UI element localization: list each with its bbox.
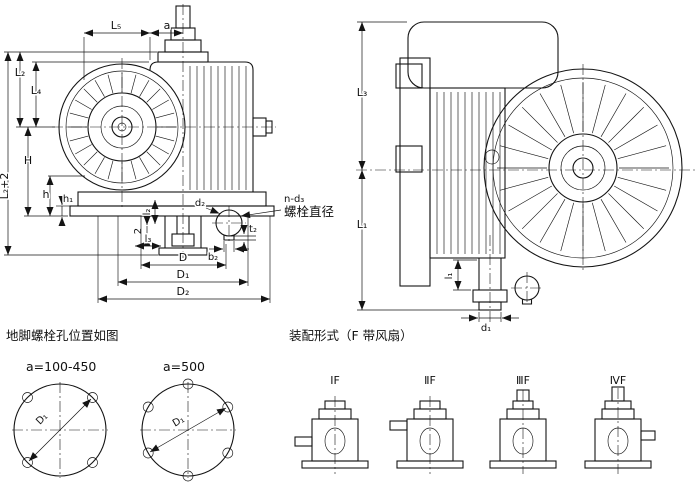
keyway-detail <box>212 206 246 241</box>
anchor-hole-section: 地脚螺栓孔位置如图 a=100-450 D₁ a=500 D₁ <box>6 328 236 482</box>
assembly-form-2-label: ⅡF <box>424 374 436 387</box>
assembly-form-3: ⅢF <box>489 373 557 474</box>
side-view-dimensions: L₃ L₁ l₁ d₁ <box>355 21 519 336</box>
dim-D: D <box>179 251 187 264</box>
form-4-input-shaft <box>611 386 625 402</box>
dim-l3: l₃ <box>145 234 152 245</box>
dim-l1: l₁ <box>444 273 455 280</box>
side-view: L₃ L₁ l₁ d₁ <box>355 21 696 336</box>
dim-b2: b₂ <box>208 252 218 263</box>
housing-fins <box>189 66 247 190</box>
assembly-section: 装配形式（F 带风扇） ⅠF ⅡF ⅢF <box>289 328 656 474</box>
anchor-pattern-6hole: a=500 D₁ <box>140 359 236 482</box>
fan-blades <box>496 81 669 255</box>
dim-h1: h₁ <box>63 194 73 205</box>
dim-a: a <box>164 19 171 32</box>
dim-L5: L₅ <box>111 19 122 32</box>
dim-L2plus2: L₂+2 <box>0 173 11 200</box>
base-plate <box>69 191 275 217</box>
anchor-pattern-4hole: a=100-450 D₁ <box>12 359 108 478</box>
wheel-ribs <box>67 72 176 182</box>
dim-two: 2 <box>133 228 144 234</box>
anchor-pattern-4-label: a=100-450 <box>26 359 96 374</box>
form-3-input-shaft <box>516 389 530 402</box>
anchor-pattern-6-label: a=500 <box>163 359 205 374</box>
dim-h: h <box>43 188 50 201</box>
front-view: L₅ a L₂ L₄ H h h₁ L₂+2 <box>0 4 334 303</box>
form-2-input-shaft <box>389 420 408 431</box>
gear-housing <box>149 61 254 193</box>
dim-d2: d₂ <box>195 198 205 209</box>
dim-L4: L₄ <box>31 84 42 97</box>
assembly-form-1: ⅠF <box>294 373 369 474</box>
motor-fins <box>436 92 501 254</box>
anchor-bolt-detail <box>158 216 208 256</box>
fan-cover <box>483 68 683 268</box>
dim-L1: L₁ <box>357 218 368 231</box>
dim-L3: L₃ <box>357 86 368 99</box>
motor-body <box>429 87 506 259</box>
form-1-input-shaft <box>294 436 313 447</box>
assembly-form-2: ⅡF <box>389 373 464 474</box>
dim-D1: D₁ <box>177 268 190 281</box>
side-shaft-stub <box>252 117 273 137</box>
assembly-form-4: ⅣF <box>584 373 656 474</box>
output-keyway-detail <box>511 272 543 305</box>
dim-L2: L₂ <box>15 66 26 79</box>
assembly-section-title: 装配形式（F 带风扇） <box>289 328 413 343</box>
dim-l2: l₂ <box>142 209 153 216</box>
assembly-form-4-label: ⅣF <box>610 374 626 387</box>
bolt-note-line1: n-d₃ <box>284 194 304 205</box>
bolt-note-line2: 螺栓直径 <box>284 204 334 219</box>
form-4-side-shaft <box>640 430 656 441</box>
assembly-form-1-label: ⅠF <box>330 374 340 387</box>
input-shaft <box>157 5 209 63</box>
dim-D2: D₂ <box>177 285 190 298</box>
wheel-housing <box>58 63 186 191</box>
assembly-form-3-label: ⅢF <box>516 374 530 387</box>
front-view-dimensions: L₅ a L₂ L₄ H h h₁ L₂+2 <box>0 18 334 303</box>
dim-H: H <box>24 154 32 167</box>
anchor-pattern-6-dim-D1: D₁ <box>171 414 187 429</box>
output-shaft <box>472 258 508 311</box>
dim-t2: t₂ <box>249 224 257 235</box>
dim-d1: d₁ <box>481 323 491 334</box>
anchor-section-title: 地脚螺栓孔位置如图 <box>6 328 119 343</box>
anchor-pattern-4-dim-D1: D₁ <box>34 411 50 427</box>
